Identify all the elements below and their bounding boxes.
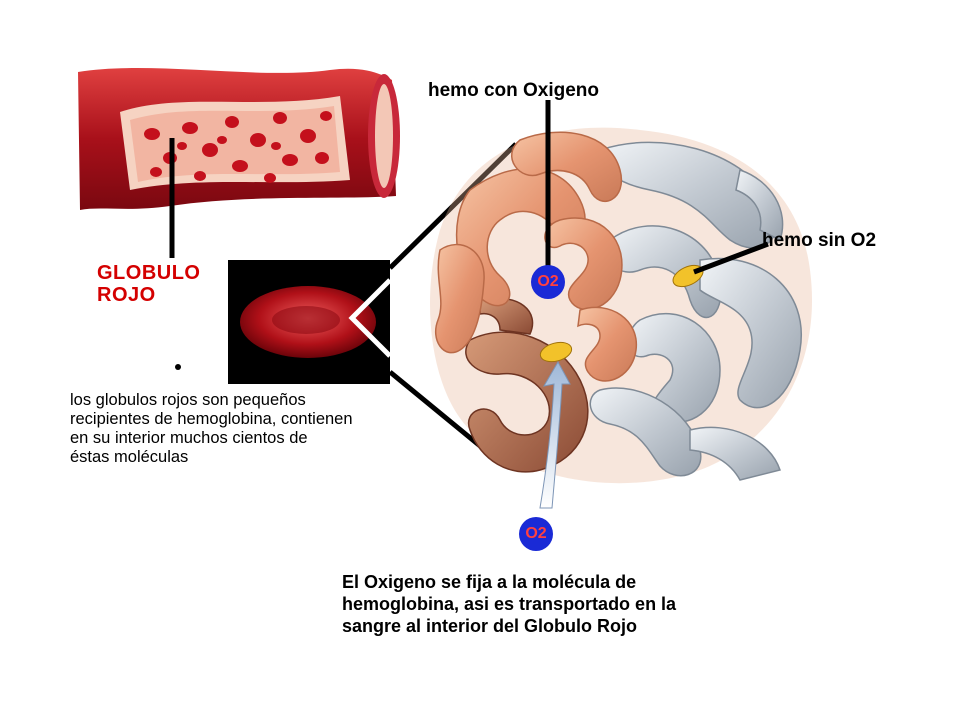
oxygen-uptake-arrow: [539, 360, 571, 509]
description-line: recipientes de hemoglobina, contienen: [70, 410, 353, 428]
caption-text: El Oxigeno se fija a la molécula de hemo…: [342, 571, 676, 637]
zoom-wedge: [348, 278, 392, 358]
hemo-sin-o2-label: hemo sin O2: [762, 230, 877, 251]
heme-receiving-o2: [539, 341, 573, 363]
caption-line: El Oxigeno se fija a la molécula de: [342, 572, 637, 592]
globulo-rojo-label: GLOBULO ROJO: [97, 262, 201, 306]
bound-o2-label: O2: [537, 273, 559, 290]
hemoglobin-molecule: [430, 127, 813, 484]
free-o2-molecule: [519, 517, 553, 551]
globulo-rojo-line1: GLOBULO: [97, 262, 201, 284]
globulo-rojo-line2: ROJO: [97, 284, 156, 306]
bullet-dot: [175, 364, 181, 370]
hemo-con-oxigeno-label: hemo con Oxigeno: [428, 80, 600, 101]
description-line: los globulos rojos son pequeños: [70, 391, 306, 409]
bound-o2-molecule: [531, 265, 565, 299]
description-line: en su interior muchos cientos de: [70, 429, 308, 447]
description-line: éstas moléculas: [70, 448, 189, 466]
caption-line: hemoglobina, asi es transportado en la: [342, 594, 677, 614]
blood-vessel-illustration: [78, 68, 400, 210]
red-blood-cell-inset: [228, 260, 390, 384]
description-text: los globulos rojos son pequeños recipien…: [70, 391, 353, 467]
hemo-sin-o2-pointer: [693, 241, 769, 275]
free-o2-label: O2: [525, 525, 547, 542]
caption-line: sangre al interior del Globulo Rojo: [342, 616, 638, 636]
